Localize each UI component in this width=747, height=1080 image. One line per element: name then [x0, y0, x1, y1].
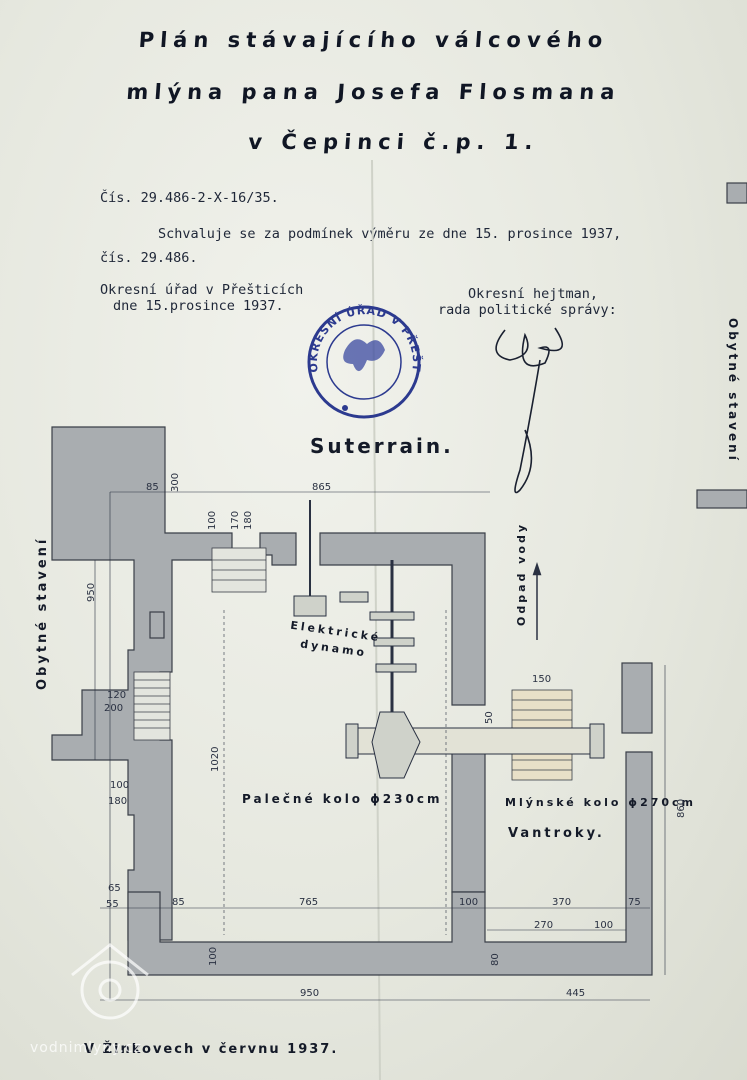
signature: [495, 327, 564, 494]
office-name: Okresní úřad v Přešticích: [100, 282, 304, 298]
dim-370: 370: [552, 897, 572, 908]
dim-65: 65: [108, 883, 121, 894]
approval-text: Schvaluje se za podmínek výměru ze dne 1…: [158, 226, 622, 242]
dim-445: 445: [566, 988, 586, 999]
dim-170: 170: [230, 510, 241, 530]
staircase: [133, 671, 171, 741]
dim-765: 765: [299, 897, 319, 908]
water-outflow-label: Odpad vody: [515, 522, 528, 626]
dim-120: 120: [107, 690, 127, 701]
stamp-text: OKRESNÍ ÚŘAD V PŘEŠTICÍCH: [0, 0, 422, 373]
vantroky-label: Vantroky.: [508, 826, 605, 841]
dim-85-top: 85: [146, 482, 159, 493]
right-building-label: Obytné stavení: [726, 318, 740, 463]
dim-55: 55: [106, 899, 119, 910]
gear-mechanism: [293, 500, 605, 779]
mill-wheel-label: Mlýnské kolo ϕ270cm: [505, 796, 697, 809]
dim-950-left: 950: [86, 582, 97, 602]
dim-100b: 100: [110, 780, 130, 791]
dim-200: 200: [104, 703, 124, 714]
dim-860: 860: [676, 798, 687, 818]
approval-number: čís. 29.486.: [100, 250, 198, 266]
pinion-wheel-label: Palečné kolo ϕ230cm: [242, 792, 443, 806]
dim-100d: 100: [594, 920, 614, 931]
dim-950-bottom: 950: [300, 988, 320, 999]
dim-100c: 100: [459, 897, 479, 908]
dim-180a: 180: [243, 510, 254, 530]
dim-300: 300: [170, 472, 181, 492]
watermark-text: vodnimlyny.cz: [30, 1040, 142, 1056]
chief-title: Okresní hejtman,: [468, 286, 599, 302]
dim-100a: 100: [207, 510, 218, 530]
office-stamp: OKRESNÍ ÚŘAD V PŘEŠTICÍCH: [0, 0, 423, 419]
dim-85-bottom: 85: [172, 897, 185, 908]
dim-100e: 100: [208, 946, 219, 966]
left-building-label: Obytné stavení: [35, 536, 50, 690]
window-well: [211, 547, 267, 593]
plan-title: Suterrain.: [310, 434, 454, 458]
dim-150: 150: [532, 674, 552, 685]
dim-80: 80: [490, 953, 501, 966]
wall-outline: [51, 182, 747, 976]
dim-270: 270: [534, 920, 554, 931]
footer-place-date: V Žinkovech v červnu 1937.: [84, 1042, 339, 1057]
dim-180b: 180: [108, 796, 128, 807]
dim-50: 50: [484, 711, 495, 724]
dimension-lines: [94, 491, 666, 1001]
dim-75: 75: [628, 897, 641, 908]
dim-1020: 1020: [210, 746, 221, 772]
dim-865: 865: [312, 482, 332, 493]
office-date: dne 15.prosince 1937.: [113, 298, 284, 314]
svg-text:OKRESNÍ ÚŘAD V PŘEŠTICÍCH: OKRESNÍ ÚŘAD V PŘEŠTICÍCH: [0, 0, 423, 373]
reference-number: Čís. 29.486-2-X-16/35.: [100, 190, 279, 206]
chief-subtitle: rada politické správy:: [438, 302, 617, 318]
